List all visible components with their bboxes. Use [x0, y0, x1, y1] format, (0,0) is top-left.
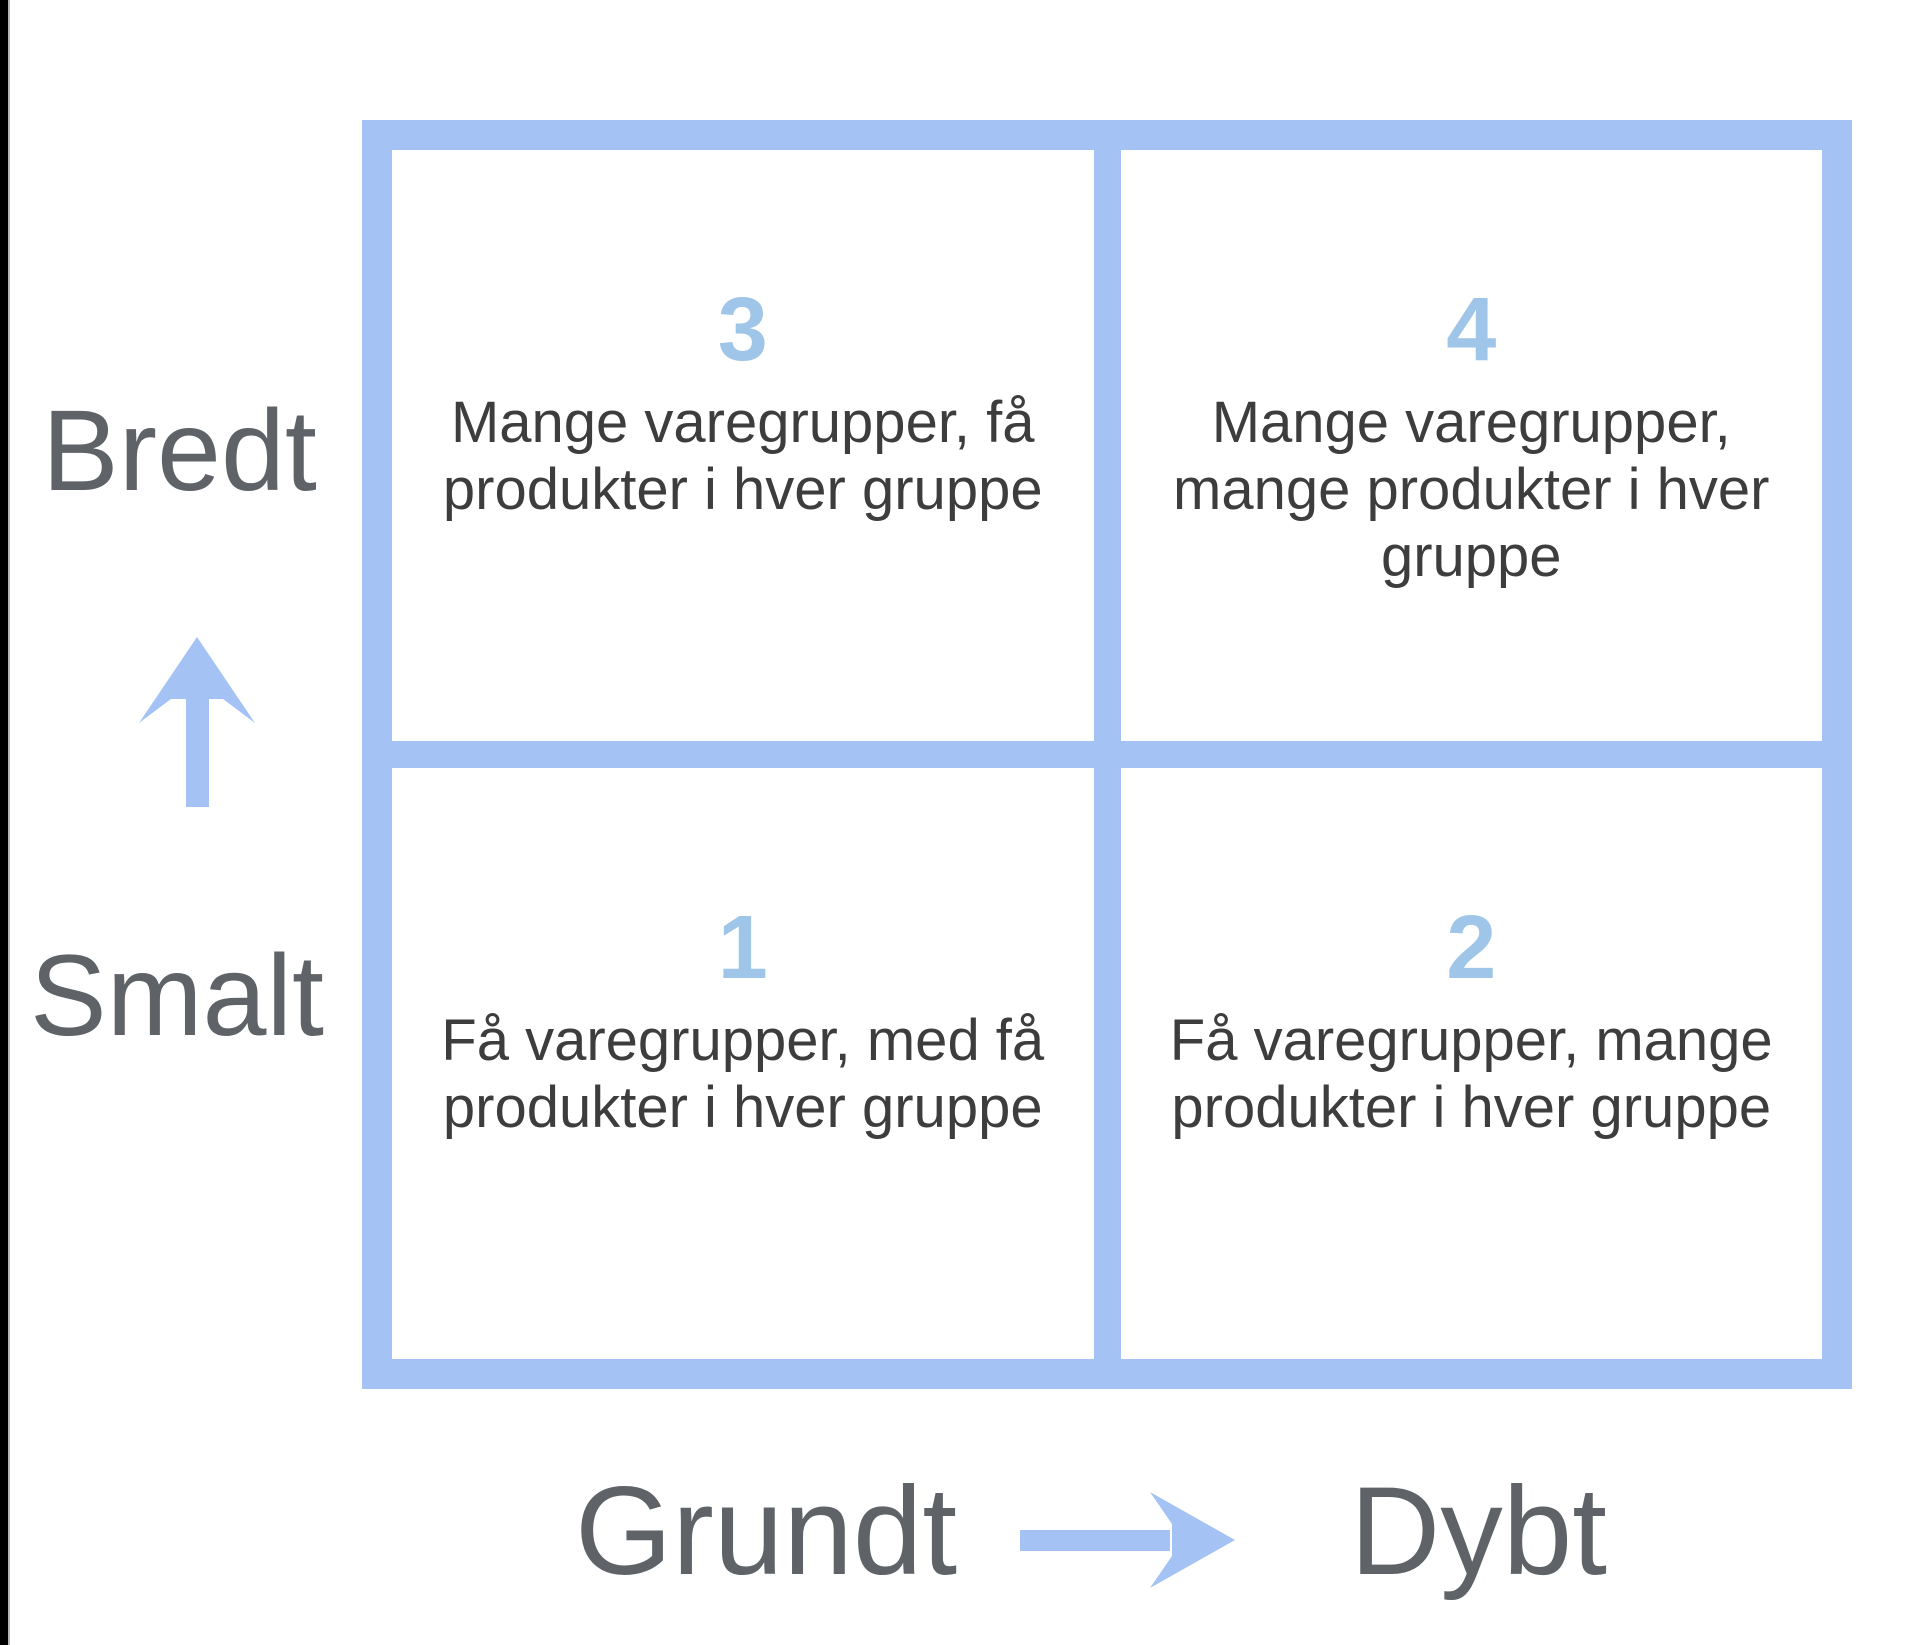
quadrant-number: 2 [1446, 898, 1497, 998]
quadrant-text: Få varegrupper, med få produkter i hver … [441, 1008, 1045, 1140]
x-axis-label-right: Dybt [1350, 1462, 1608, 1601]
quadrant-text: Få varegrupper, mange produkter i hver g… [1169, 1008, 1773, 1140]
quadrant-top-left: 3 Mange varegrupper, få produkter i hver… [392, 150, 1094, 741]
quadrant-number: 4 [1446, 280, 1497, 380]
up-arrow-icon [137, 635, 258, 807]
y-axis-label-bottom: Smalt [30, 932, 324, 1060]
left-edge-artifact [0, 0, 10, 1645]
y-axis-label-top: Bredt [42, 387, 317, 515]
x-axis-label-left: Grundt [575, 1462, 958, 1601]
quadrant-top-right: 4 Mange varegrupper, mange produkter i h… [1120, 150, 1822, 741]
quadrant-bottom-left: 1 Få varegrupper, med få produkter i hve… [392, 768, 1094, 1359]
right-arrow-icon [1020, 1490, 1237, 1590]
quadrant-number: 3 [717, 280, 768, 380]
quadrant-bottom-right: 2 Få varegrupper, mange produkter i hver… [1120, 768, 1822, 1359]
quadrant-matrix: 3 Mange varegrupper, få produkter i hver… [362, 120, 1852, 1389]
quadrant-number: 1 [717, 898, 768, 998]
quadrant-text: Mange varegrupper, mange produkter i hve… [1173, 390, 1770, 589]
quadrant-text: Mange varegrupper, få produkter i hver g… [442, 390, 1043, 522]
